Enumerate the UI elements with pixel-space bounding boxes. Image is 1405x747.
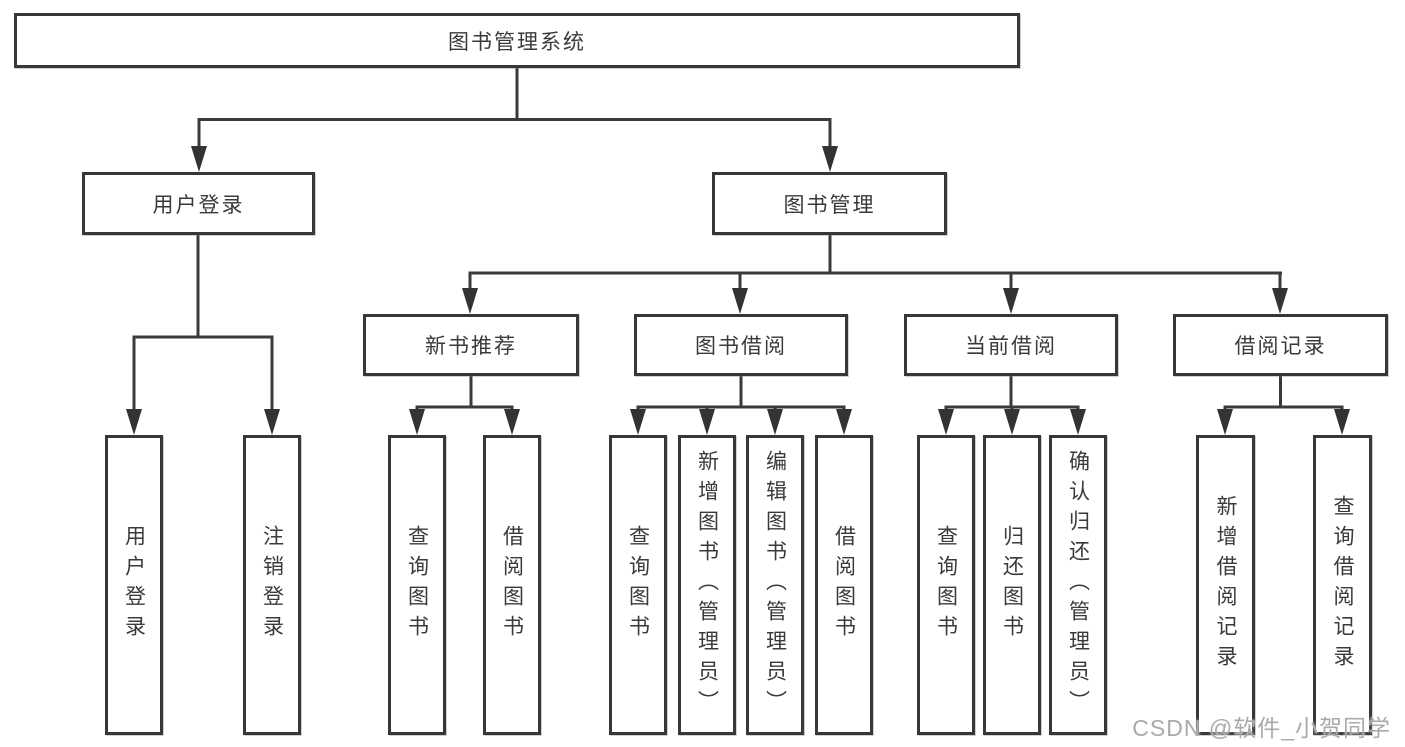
node-label: 归还图书 [1000,525,1024,645]
leaf-logout: 注销登录 [243,435,301,735]
node-label: 查询图书 [405,525,429,645]
node-label: 图书管理系统 [448,30,586,54]
node-label: 查询借阅记录 [1331,495,1354,675]
node-library-management-system: 图书管理系统 [14,13,1020,68]
node-label: 确认归还（管理员） [1066,450,1090,720]
leaf-add-books-admin: 新增图书（管理员） [678,435,736,735]
node-label: 当前借阅 [965,335,1057,358]
leaf-edit-books-admin: 编辑图书（管理员） [746,435,804,735]
node-book-borrowing: 图书借阅 [634,314,848,376]
leaf-user-login: 用户登录 [105,435,163,735]
node-current-borrowing: 当前借阅 [904,314,1118,376]
leaf-query-borrow-record: 查询借阅记录 [1313,435,1372,735]
node-label: 查询图书 [934,525,958,645]
node-label: 新书推荐 [425,335,517,358]
leaf-query-books-borrowing: 查询图书 [609,435,667,735]
leaf-add-borrow-record: 新增借阅记录 [1196,435,1255,735]
node-label: 用户登录 [122,525,146,645]
node-label: 注销登录 [260,525,284,645]
csdn-watermark: CSDN @软件_小贺同学 [1132,715,1391,741]
node-label: 图书借阅 [695,335,787,358]
leaf-return-books: 归还图书 [983,435,1041,735]
node-book-management: 图书管理 [712,172,947,235]
node-label: 新增借阅记录 [1214,495,1237,675]
node-label: 新增图书（管理员） [695,450,719,720]
leaf-query-books-current: 查询图书 [917,435,975,735]
leaf-confirm-return-admin: 确认归还（管理员） [1049,435,1107,735]
leaf-borrow-books: 借阅图书 [815,435,873,735]
node-new-book-recommendation: 新书推荐 [363,314,579,376]
leaf-query-books-recommend: 查询图书 [388,435,446,735]
node-label: 借阅图书 [500,525,524,645]
node-user-login: 用户登录 [82,172,315,235]
node-label: 借阅图书 [832,525,856,645]
leaf-borrow-books-recommend: 借阅图书 [483,435,541,735]
node-label: 查询图书 [626,525,650,645]
node-borrowing-records: 借阅记录 [1173,314,1388,376]
node-label: 借阅记录 [1234,335,1327,358]
node-label: 用户登录 [152,193,245,217]
node-label: 编辑图书（管理员） [763,450,787,720]
node-label: 图书管理 [783,193,876,217]
